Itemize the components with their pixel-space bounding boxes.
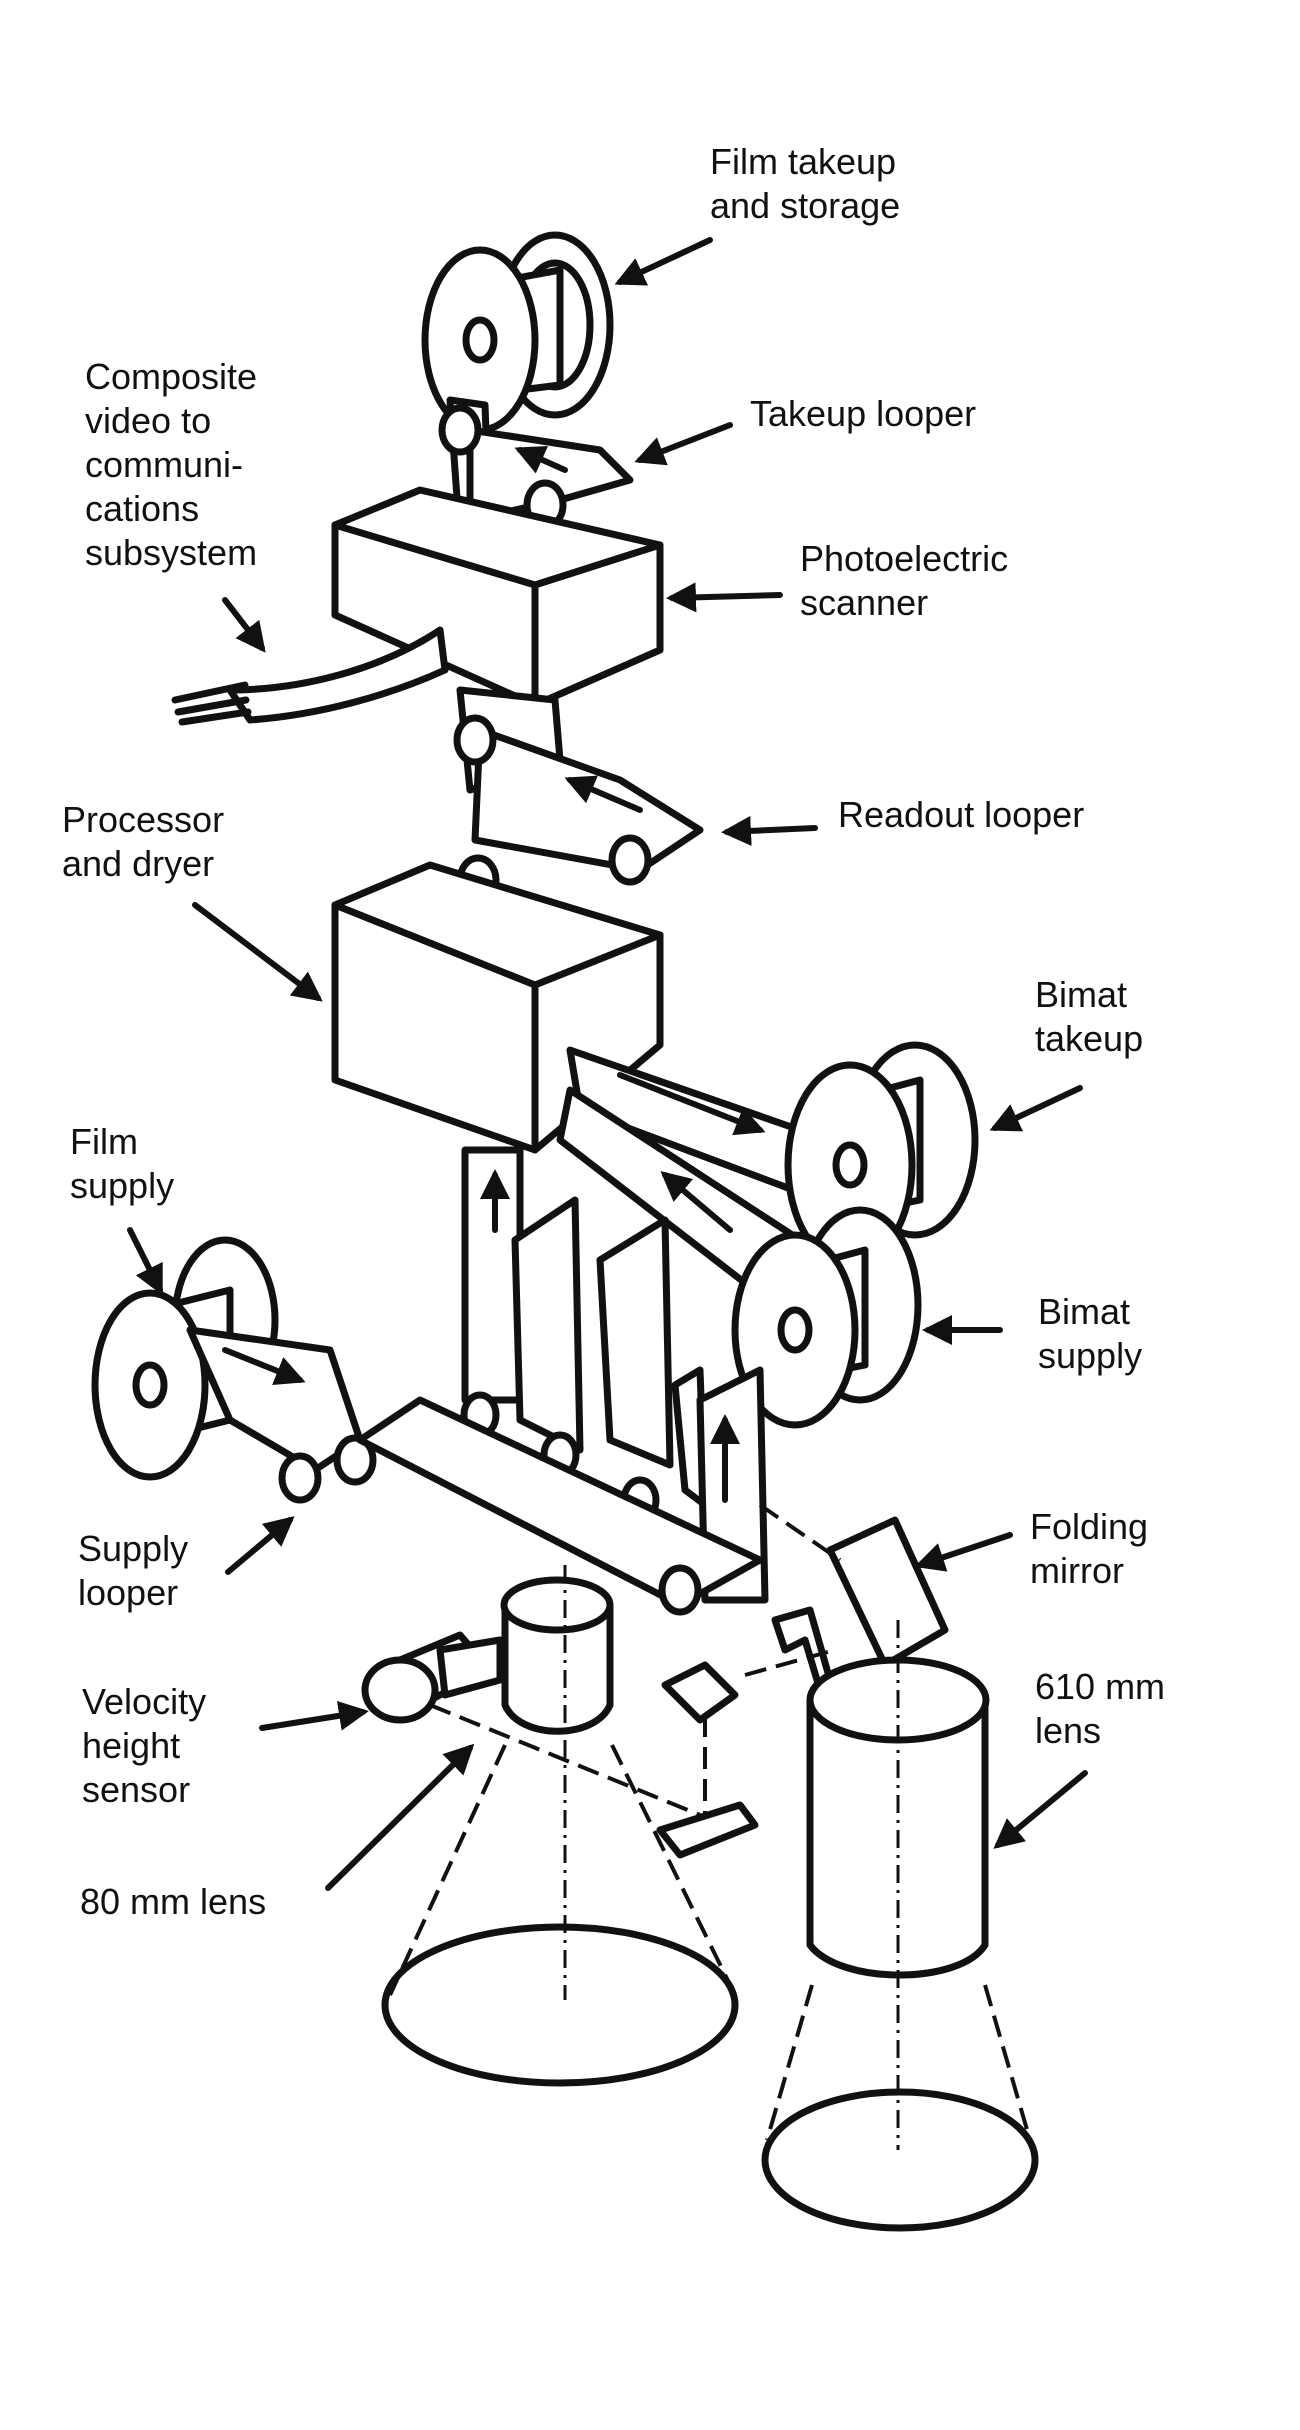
film-takeup-spool xyxy=(421,231,614,434)
label-supply-looper: Supply looper xyxy=(78,1528,189,1613)
label-film-supply: Film supply xyxy=(70,1121,175,1206)
label-velocity-height-sensor: Velocity height sensor xyxy=(82,1681,207,1810)
leader-arrows xyxy=(127,237,1088,1891)
velocity-height-sensor xyxy=(361,1631,701,1817)
optics-mirrors xyxy=(656,1503,842,1859)
processor-folds xyxy=(460,1196,769,1604)
label-takeup-looper: Takeup looper xyxy=(750,393,977,434)
label-folding-mirror: Folding mirror xyxy=(1030,1506,1149,1591)
label-composite-video: Composite video to communi- cations subs… xyxy=(85,356,258,573)
label-processor-dryer: Processor and dryer xyxy=(62,799,225,884)
label-bimat-takeup: Bimat takeup xyxy=(1035,974,1144,1059)
lens-80mm-assembly xyxy=(381,1565,739,2087)
readout-looper xyxy=(453,686,704,906)
bimat-supply-assembly xyxy=(556,1086,922,1429)
photoelectric-scanner-box xyxy=(171,486,664,726)
label-readout-looper: Readout looper xyxy=(838,794,1085,835)
label-photoelectric-scanner: Photoelectric scanner xyxy=(800,538,1009,623)
label-film-takeup-storage: Film takeup and storage xyxy=(710,141,901,226)
lens-610mm-assembly xyxy=(761,1620,1039,2232)
label-lens-80mm: 80 mm lens xyxy=(80,1881,267,1922)
label-bimat-supply: Bimat supply xyxy=(1038,1291,1143,1376)
label-lens-610mm: 610 mm lens xyxy=(1035,1666,1166,1751)
supply-looper-web xyxy=(356,1396,764,1616)
film-supply-assembly xyxy=(91,1236,377,1504)
